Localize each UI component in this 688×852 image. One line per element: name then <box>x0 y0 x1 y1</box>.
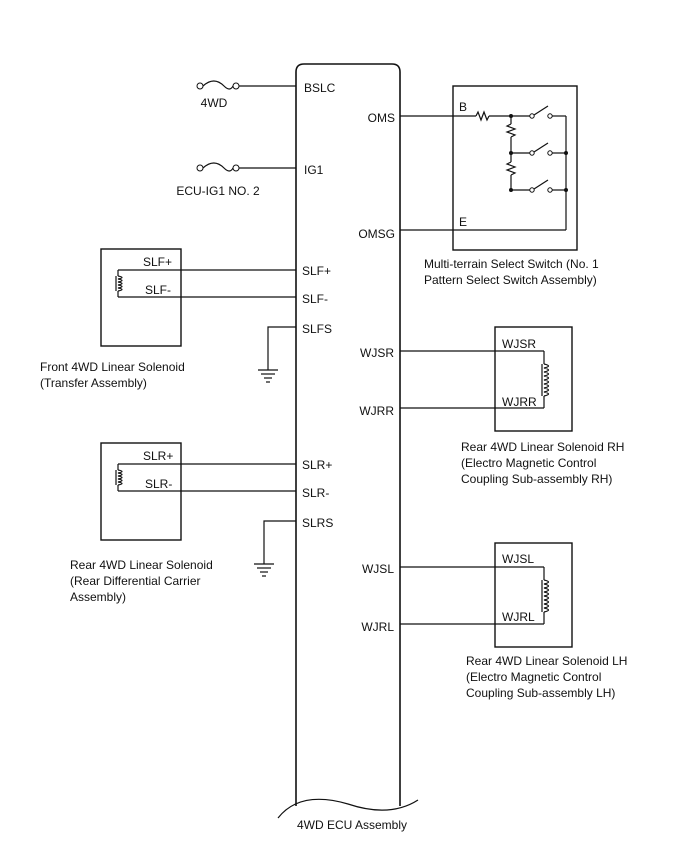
pin-slf-plus: SLF+ <box>302 264 331 278</box>
solenoid-rh-pin-r: WJRR <box>502 395 537 409</box>
coil-icon <box>117 275 123 292</box>
ecu-break-line <box>277 798 419 819</box>
pin-bslc: BSLC <box>304 81 336 95</box>
coil-icon <box>543 579 550 613</box>
rear-solenoid-caption-2: (Rear Differential Carrier <box>70 574 200 588</box>
solenoid-rh-caption-1: Rear 4WD Linear Solenoid RH <box>461 440 624 454</box>
resistor-icon <box>475 110 490 122</box>
rear-linear-solenoid: SLR+ SLR- Rear 4WD Linear Solenoid (Rear… <box>70 442 296 604</box>
pin-slrs: SLRS <box>302 516 333 530</box>
solenoid-lh-pin-r: WJRL <box>502 610 535 624</box>
linear-solenoid-rh: WJSR WJRR Rear 4WD Linear Solenoid RH (E… <box>400 326 624 486</box>
solenoid-rh-pin-s: WJSR <box>502 337 536 351</box>
switch-caption-2: Pattern Select Switch Assembly) <box>424 273 597 287</box>
solenoid-rh-caption-3: Coupling Sub-assembly RH) <box>461 472 612 486</box>
solenoid-rh-caption-2: (Electro Magnetic Control <box>461 456 596 470</box>
solenoid-lh-caption-3: Coupling Sub-assembly LH) <box>466 686 615 700</box>
resistor-icon <box>505 161 517 176</box>
resistor-icon <box>505 123 517 138</box>
pin-wjrl: WJRL <box>361 620 394 634</box>
slrs-ground <box>254 520 296 577</box>
pin-wjsl: WJSL <box>362 562 394 576</box>
ecu-label: 4WD ECU Assembly <box>297 818 407 832</box>
fuse-ecu-ig1: ECU-IG1 NO. 2 <box>176 162 296 198</box>
fuse-icon <box>202 162 234 172</box>
solenoid-lh-caption-2: (Electro Magnetic Control <box>466 670 601 684</box>
front-solenoid-pin-plus: SLF+ <box>143 255 172 269</box>
fuse-4wd: 4WD <box>196 80 296 110</box>
pin-omsg: OMSG <box>358 227 395 241</box>
front-linear-solenoid: SLF+ SLF- Front 4WD Linear Solenoid (Tra… <box>40 248 296 390</box>
switch-pin-b: B <box>459 100 467 114</box>
fuse-terminal-icon <box>232 164 240 172</box>
front-solenoid-caption-1: Front 4WD Linear Solenoid <box>40 360 185 374</box>
switch-contact-icon <box>533 105 549 116</box>
rear-solenoid-pin-minus: SLR- <box>145 477 172 491</box>
switch-contact-icon <box>533 142 549 153</box>
front-solenoid-pin-minus: SLF- <box>145 283 171 297</box>
ground-icon <box>254 563 274 577</box>
fuse-4wd-label: 4WD <box>201 96 228 110</box>
multi-terrain-select-switch: B E Multi-terrain <box>400 85 599 287</box>
switch-contact-icon <box>533 179 549 190</box>
switch-caption-1: Multi-terrain Select Switch (No. 1 <box>424 257 599 271</box>
rear-solenoid-caption-1: Rear 4WD Linear Solenoid <box>70 558 213 572</box>
pin-slfs: SLFS <box>302 322 332 336</box>
coil-icon <box>543 363 550 397</box>
coil-icon <box>117 469 123 486</box>
slfs-ground <box>258 326 296 383</box>
fuse-terminal-icon <box>232 82 240 90</box>
pin-slf-minus: SLF- <box>302 292 328 306</box>
rear-solenoid-caption-3: Assembly) <box>70 590 126 604</box>
pin-slr-minus: SLR- <box>302 486 329 500</box>
front-solenoid-caption-2: (Transfer Assembly) <box>40 376 147 390</box>
pin-oms: OMS <box>368 111 395 125</box>
ecu-assembly: 4WD ECU Assembly <box>277 63 419 832</box>
linear-solenoid-lh: WJSL WJRL Rear 4WD Linear Solenoid LH (E… <box>400 542 627 700</box>
fuse-terminal-icon <box>196 164 204 172</box>
ground-icon <box>258 369 278 383</box>
solenoid-lh-pin-s: WJSL <box>502 552 534 566</box>
switch-pin-e: E <box>459 215 467 229</box>
fuse-icon <box>202 80 234 90</box>
pin-slr-plus: SLR+ <box>302 458 332 472</box>
pin-ig1: IG1 <box>304 163 324 177</box>
solenoid-lh-caption-1: Rear 4WD Linear Solenoid LH <box>466 654 627 668</box>
pin-wjrr: WJRR <box>359 404 394 418</box>
fuse-terminal-icon <box>196 82 204 90</box>
rear-solenoid-pin-plus: SLR+ <box>143 449 173 463</box>
pin-wjsr: WJSR <box>360 346 394 360</box>
fuse-ecu-ig1-label: ECU-IG1 NO. 2 <box>176 184 260 198</box>
